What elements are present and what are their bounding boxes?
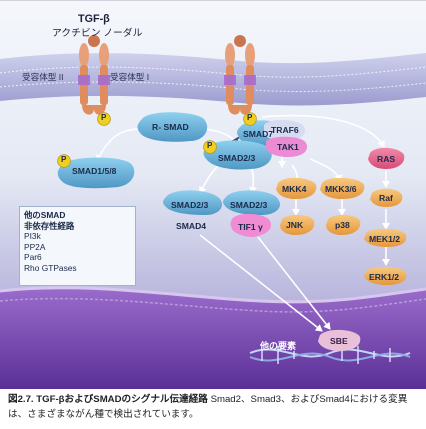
phospho-label: P — [207, 141, 213, 150]
receptor-complex-right — [224, 35, 256, 115]
dna-helix — [249, 346, 411, 364]
erk-shape — [364, 266, 407, 285]
phospho-label: P — [247, 113, 253, 122]
caption-text: Smad2、Smad3、およびSmad4における変異は、さまざまながん種で検出さ… — [8, 394, 408, 420]
smad2-3-right-label: SMAD2/3 — [230, 200, 268, 210]
caption-figure-number: 図2.7. — [8, 394, 34, 405]
sbe-shape — [318, 329, 361, 351]
raf-label: Raf — [379, 193, 393, 203]
smad2-3-left-label: SMAD2/3 — [171, 200, 209, 210]
smad2-3-right-shape — [223, 190, 281, 215]
mkk3-6-label: MKK3/6 — [325, 184, 357, 194]
tif1g-label: TIF1 γ — [238, 222, 263, 232]
arrow-receptor-to-ras — [261, 114, 385, 148]
phospho-label: P — [101, 113, 107, 122]
protein-shapes — [57, 112, 407, 351]
arrow-tif1g-to-sbe — [257, 236, 331, 330]
sbe-label: SBE — [330, 336, 348, 346]
phospho-smad158 — [57, 154, 71, 168]
pathway-diagram — [0, 1, 426, 389]
dna-other-elements-label: 他の要素 — [260, 341, 297, 351]
erk1-2-label: ERK1/2 — [369, 272, 400, 282]
r-smad-shape — [137, 112, 208, 142]
receptor-type-1-label: 受容体型 I — [110, 72, 150, 82]
mkk4-label: MKK4 — [282, 184, 307, 194]
legend-item: Rho GTPases — [24, 262, 77, 273]
jnk-label: JNK — [286, 220, 304, 230]
receptor-type-2-label: 受容体型 II — [22, 72, 64, 82]
legend-title-1: 他のSMAD — [24, 210, 66, 220]
receptor-complex-left — [78, 35, 110, 115]
mkk3-6-shape — [320, 177, 365, 199]
smad1-5-8-label: SMAD1/5/8 — [72, 166, 117, 176]
r-smad-label: R- SMAD — [152, 122, 189, 132]
tak1-label: TAK1 — [277, 142, 299, 152]
jnk-shape — [280, 214, 315, 235]
legend-title-2: 非依存性経路 — [24, 220, 75, 231]
mkk4-shape — [276, 177, 317, 199]
pathway-figure: P P P P TGF-β アクチビン ノーダル 受容体型 II 受容体型 I … — [0, 0, 426, 389]
raf-shape — [370, 188, 403, 207]
smad2-3-upper-label: SMAD2/3 — [218, 153, 256, 163]
legend-item: PP2A — [24, 241, 46, 252]
ligand-subname: アクチビン ノーダル — [52, 28, 143, 39]
p38-shape — [326, 214, 361, 235]
ligand-name: TGF-β — [78, 13, 110, 25]
phospho-receptor-left — [97, 112, 111, 126]
caption-title: TGF-βおよびSMADのシグナル伝達経路 — [36, 394, 208, 405]
smad2-3-left-shape — [163, 190, 223, 215]
nuclear-envelope — [0, 286, 426, 389]
phospho-markers — [57, 112, 257, 168]
mek1-2-label: MEK1/2 — [369, 234, 401, 244]
smad2-3-upper-shape — [203, 140, 272, 170]
tif1g-shape — [230, 213, 272, 237]
traf6-label: TRAF6 — [271, 125, 299, 135]
legend-item: Par6 — [24, 252, 42, 263]
traf6-shape — [264, 119, 306, 141]
tak1-shape — [266, 136, 308, 157]
phospho-receptor-right — [243, 112, 257, 126]
figure-caption: 図2.7. TGF-βおよびSMADのシグナル伝達経路 Smad2、Smad3、… — [8, 392, 422, 422]
p38-label: p38 — [335, 220, 350, 230]
smad7-label: SMAD7 — [243, 129, 274, 139]
phospho-label: P — [61, 155, 67, 164]
arrow-smad4-to-sbe — [199, 234, 323, 332]
smad1-5-8-shape — [57, 157, 135, 189]
mek-shape — [364, 228, 407, 247]
legend-item: PI3k — [24, 231, 41, 242]
ras-label: RAS — [377, 154, 396, 164]
smad4-label: SMAD4 — [176, 221, 207, 231]
phospho-smad23 — [203, 140, 217, 154]
ras-shape — [368, 147, 405, 169]
smad-independent-legend: 他のSMAD 非依存性経路 PI3k PP2A Par6 Rho GTPases — [19, 206, 136, 286]
